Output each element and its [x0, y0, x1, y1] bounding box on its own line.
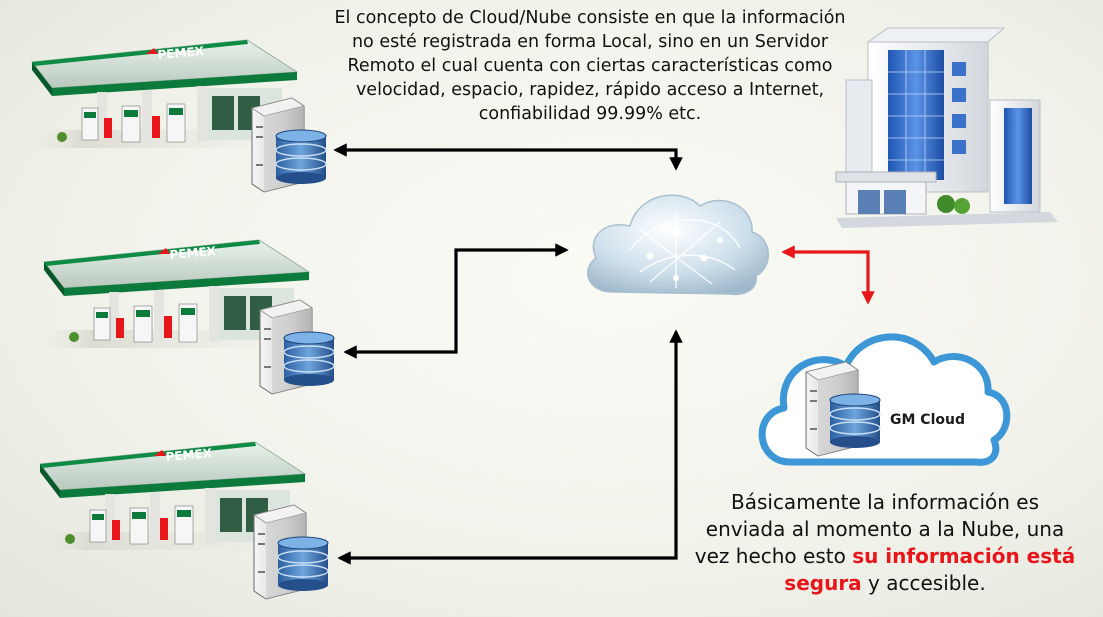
arrow-cloud-gmcloud	[781, 245, 875, 305]
summary-part-2: y accesible.	[861, 571, 986, 595]
server-icon	[251, 97, 327, 193]
gm-cloud-icon: GM Cloud	[758, 333, 1011, 466]
summary-highlight: su información está segura	[784, 544, 1076, 595]
arrow-station2-cloud	[343, 243, 569, 359]
cloud-summary-text: Básicamente la información es enviada al…	[690, 489, 1080, 597]
cloud-concept-description: El concepto de Cloud/Nube consiste en qu…	[334, 8, 846, 124]
cloud-icon	[586, 194, 770, 296]
summary-part-1: Básicamente la información es enviada al…	[694, 490, 1065, 568]
server-icon	[253, 504, 329, 600]
gm-cloud-label: GM Cloud	[890, 412, 965, 428]
server-icon	[259, 299, 335, 395]
office-building-icon	[835, 27, 1058, 228]
connection-arrows	[333, 143, 683, 565]
arrow-station1-cloud	[333, 143, 683, 171]
arrow-station3-cloud	[337, 329, 683, 565]
